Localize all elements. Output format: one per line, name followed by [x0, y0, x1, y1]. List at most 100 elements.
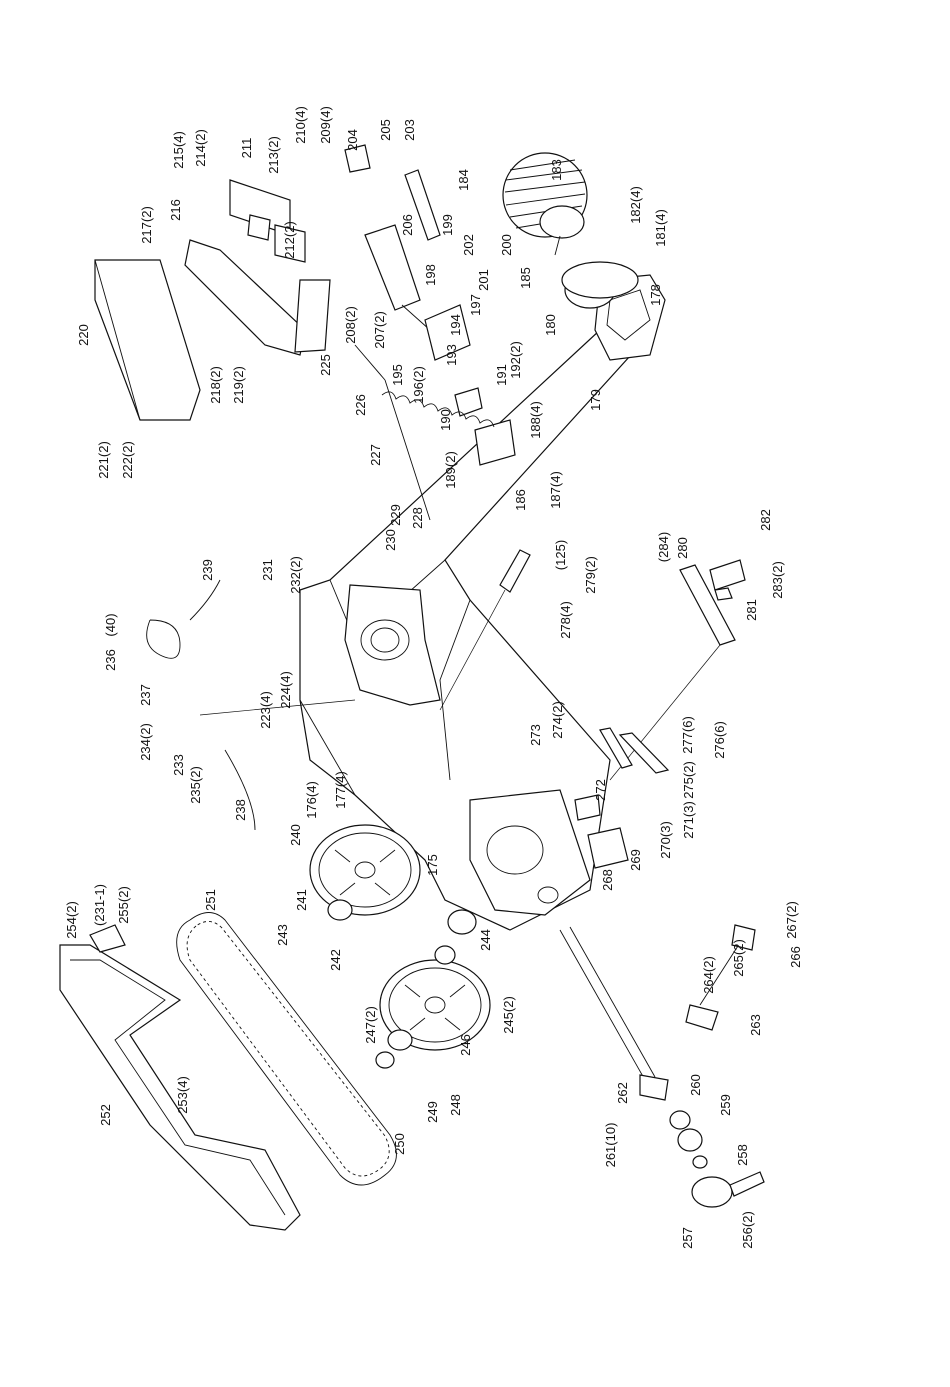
- part-label: 210(4): [293, 106, 308, 144]
- part-label: 197: [468, 294, 483, 316]
- part-label: 250: [392, 1133, 407, 1155]
- part-label: 220: [76, 324, 91, 346]
- band-saw-blade: [176, 912, 397, 1186]
- part-label: 181(4): [653, 209, 668, 247]
- part-label: 195: [390, 364, 405, 386]
- part-label: 262: [615, 1082, 630, 1104]
- part-label: 215(4): [171, 131, 186, 169]
- rear-cover: [94, 259, 201, 421]
- part-label: 233: [171, 754, 186, 776]
- part-label: 191: [494, 364, 509, 386]
- upper-band-wheel: [309, 824, 421, 916]
- part-label: 277(6): [680, 716, 695, 754]
- part-label: 245(2): [501, 996, 516, 1034]
- part-label: 178: [648, 284, 663, 306]
- part-label: 192(2): [508, 341, 523, 379]
- part-label: 203: [402, 119, 417, 141]
- part-label: 194: [448, 314, 463, 336]
- part-label: 280: [675, 537, 690, 559]
- part-label: 281: [744, 599, 759, 621]
- part-label: 252: [98, 1104, 113, 1126]
- part-label: 209(4): [318, 106, 333, 144]
- part-label: 199: [440, 214, 455, 236]
- part-label: 256(2): [740, 1211, 755, 1249]
- part-label: 211: [239, 138, 254, 159]
- part-label: 216: [168, 199, 183, 221]
- part-label: 264(2): [701, 956, 716, 994]
- part-label: 217(2): [139, 206, 154, 244]
- part-label: (231-1): [92, 884, 107, 926]
- handwheel: [691, 1176, 733, 1208]
- part-label: 182(4): [628, 186, 643, 224]
- part-label: 271(3): [681, 801, 696, 839]
- part-label: 223(4): [258, 691, 273, 729]
- part-label: 189(2): [443, 451, 458, 489]
- blade-guard: [59, 944, 301, 1231]
- part-label: 231: [260, 559, 275, 581]
- part-label: 206: [400, 214, 415, 236]
- part-label: 244: [478, 929, 493, 951]
- part-label: 222(2): [120, 441, 135, 479]
- part-label: 176(4): [304, 781, 319, 819]
- part-label: 184: [456, 169, 471, 191]
- part-label: 187(4): [548, 471, 563, 509]
- part-label: 177(4): [333, 771, 348, 809]
- part-label: 201: [476, 269, 491, 291]
- part-label: 237: [138, 684, 153, 706]
- part-label: (125): [553, 540, 568, 570]
- part-label: 275(2): [681, 761, 696, 799]
- part-label: 242: [328, 949, 343, 971]
- part-label: 251: [203, 889, 218, 911]
- part-label: 228: [410, 507, 425, 529]
- part-label: 225: [318, 354, 333, 376]
- part-label: 238: [233, 799, 248, 821]
- part-label: 212(2): [282, 221, 297, 259]
- bandsaw-drawing: [59, 144, 765, 1231]
- part-label: (284): [656, 532, 671, 562]
- part-label: 243: [275, 924, 290, 946]
- part-label: 239: [200, 559, 215, 581]
- part-label: (40): [103, 613, 118, 636]
- part-label: 232(2): [288, 556, 303, 594]
- part-label: 257: [680, 1227, 695, 1249]
- part-label: 246: [458, 1034, 473, 1056]
- part-label: 179: [588, 389, 603, 411]
- part-label: 249: [425, 1101, 440, 1123]
- part-label: 260: [688, 1074, 703, 1096]
- part-label: 219(2): [231, 366, 246, 404]
- part-label: 230: [383, 529, 398, 551]
- part-label: 267(2): [784, 901, 799, 939]
- part-label: 241: [294, 889, 309, 911]
- part-label: 200: [499, 234, 514, 256]
- part-label: 254(2): [64, 901, 79, 939]
- part-label: 218(2): [208, 366, 223, 404]
- part-label: 185: [518, 267, 533, 289]
- mounting-bracket: [184, 239, 306, 356]
- part-label: 188(4): [528, 401, 543, 439]
- part-label: 198: [423, 264, 438, 286]
- part-label: 190: [438, 409, 453, 431]
- drive-wheel-bracket: [469, 789, 591, 916]
- idle-wheel-bracket: [344, 584, 441, 706]
- part-label: 207(2): [372, 311, 387, 349]
- part-label: 265(2): [731, 939, 746, 977]
- part-label: 221(2): [96, 441, 111, 479]
- part-label: 208(2): [343, 306, 358, 344]
- part-label: 283(2): [770, 561, 785, 599]
- part-label: 274(2): [550, 701, 565, 739]
- part-label: 235(2): [188, 766, 203, 804]
- part-label: 268: [600, 869, 615, 891]
- part-label: 276(6): [712, 721, 727, 759]
- part-label: 213(2): [266, 136, 281, 174]
- part-label: 229: [388, 504, 403, 526]
- part-label: 258: [735, 1144, 750, 1166]
- part-label: 186: [513, 489, 528, 511]
- hydraulic-cylinder: [364, 224, 421, 311]
- part-label: 236: [103, 649, 118, 671]
- part-label: 273: [528, 724, 543, 746]
- part-label: 279(2): [583, 556, 598, 594]
- part-label: 204: [345, 129, 360, 151]
- part-label: 261(10): [603, 1123, 618, 1168]
- part-label: 266: [788, 946, 803, 968]
